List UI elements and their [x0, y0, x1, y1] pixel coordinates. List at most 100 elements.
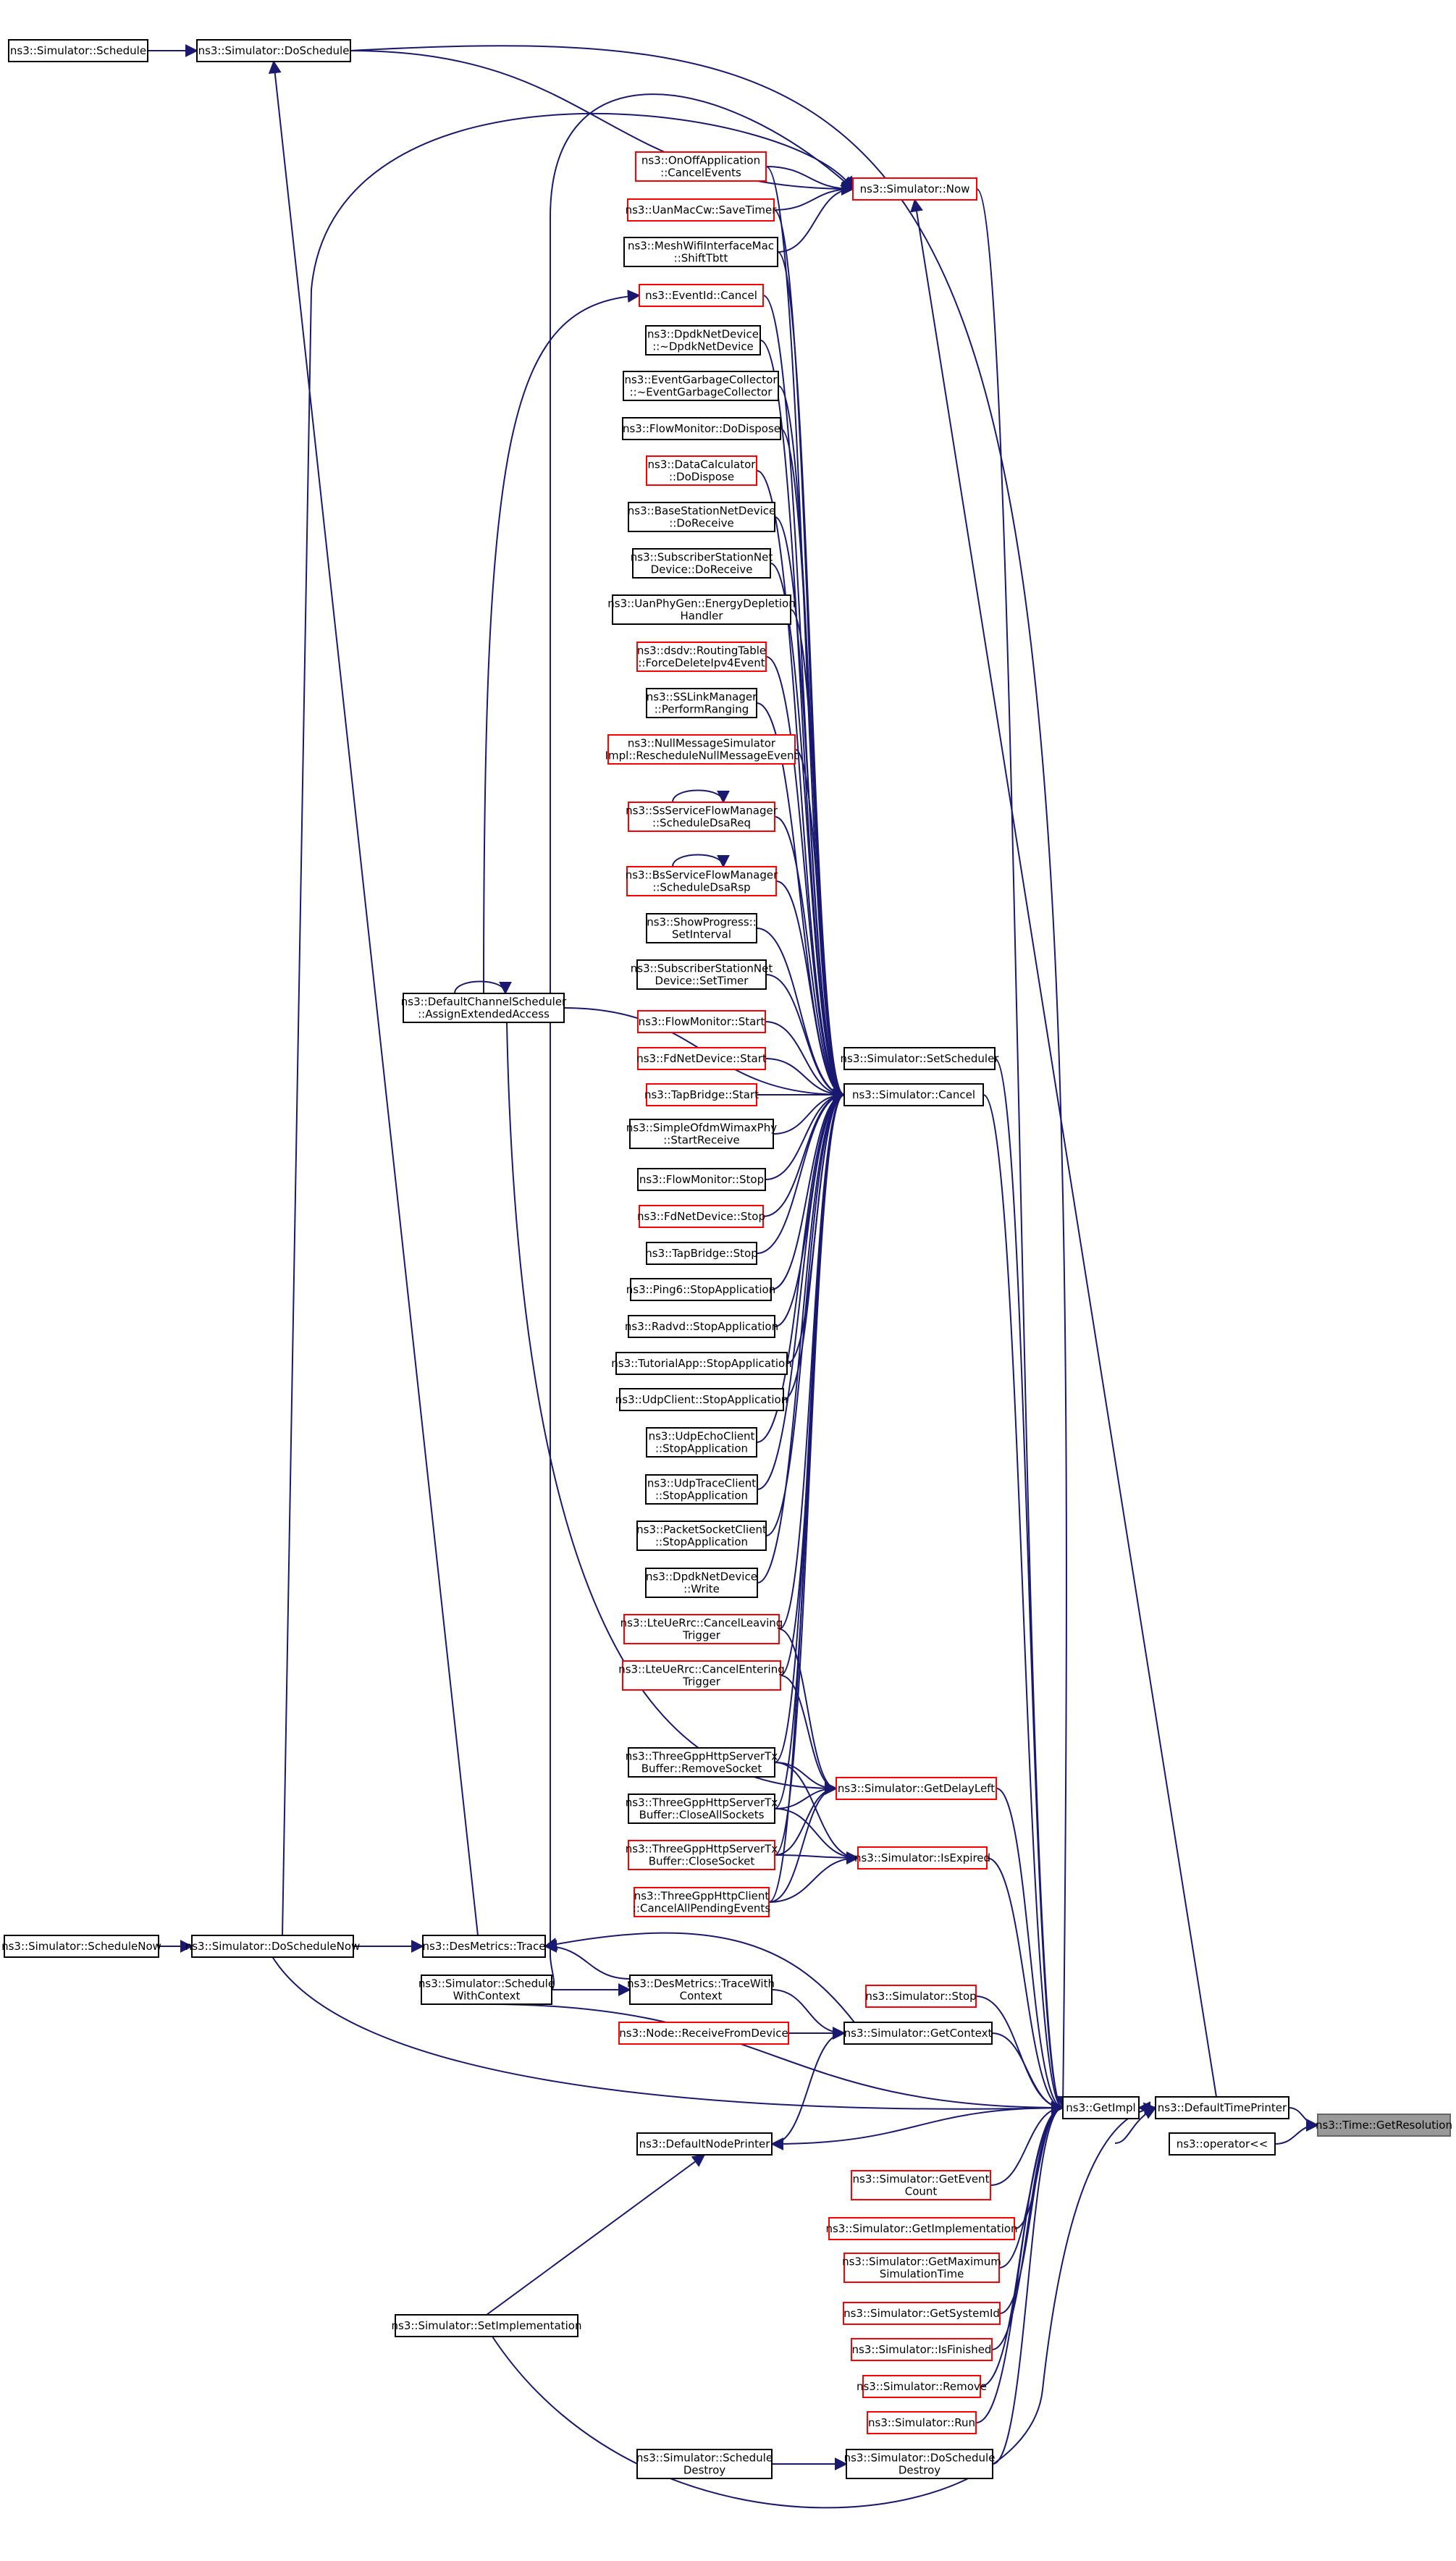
node-showprog[interactable]: ns3::ShowProgress::SetInterval [646, 913, 757, 943]
node-box[interactable] [628, 502, 775, 532]
node-box[interactable] [1155, 2096, 1289, 2119]
node-box[interactable] [828, 2217, 1015, 2240]
node-deftime[interactable]: ns3::DefaultTimePrinter [1155, 2096, 1289, 2119]
node-fmstop[interactable]: ns3::FlowMonitor::Stop [637, 1168, 766, 1191]
node-getres[interactable]: ns3::Time::GetResolution [1316, 2114, 1452, 2137]
node-box[interactable] [623, 237, 778, 267]
node-box[interactable] [618, 2022, 789, 2045]
node-datacalc[interactable]: ns3::DataCalculator::DoDispose [646, 455, 757, 486]
node-box[interactable] [865, 1985, 977, 2008]
node-thclient[interactable]: ns3::ThreeGppHttpClient::CancelAllPendin… [633, 1887, 770, 1917]
node-box[interactable] [843, 1083, 984, 1106]
node-thcloseall[interactable]: ns3::ThreeGppHttpServerTxBuffer::CloseAl… [626, 1793, 778, 1824]
node-box[interactable] [623, 371, 779, 401]
node-box[interactable] [1062, 2096, 1140, 2119]
node-box[interactable] [636, 642, 767, 672]
node-box[interactable] [851, 2338, 993, 2361]
node-bsflow[interactable]: ns3::BsServiceFlowManager::ScheduleDsaRs… [626, 866, 778, 896]
node-box[interactable] [4, 1935, 159, 1958]
node-cancel[interactable]: ns3::Simulator::Cancel [843, 1083, 984, 1106]
node-box[interactable] [636, 959, 767, 990]
node-setimpl[interactable]: ns3::Simulator::SetImplementation [392, 2314, 582, 2337]
node-box[interactable] [635, 151, 767, 182]
node-sstimer[interactable]: ns3::SubscriberStationNetDevice::SetTime… [631, 959, 773, 990]
node-box[interactable] [645, 1568, 758, 1598]
node-box[interactable] [626, 866, 777, 896]
node-box[interactable] [862, 2375, 981, 2398]
node-getimplementation[interactable]: ns3::Simulator::GetImplementation [825, 2217, 1018, 2240]
node-box[interactable] [8, 39, 148, 62]
node-isexpired[interactable]: ns3::Simulator::IsExpired [854, 1846, 990, 1870]
node-getctx[interactable]: ns3::Simulator::GetContext [843, 2022, 993, 2045]
node-box[interactable] [628, 1315, 775, 1338]
node-box[interactable] [422, 1935, 546, 1958]
node-thclose[interactable]: ns3::ThreeGppHttpServerTxBuffer::CloseSo… [626, 1840, 778, 1870]
node-dpdkdtor[interactable]: ns3::DpdkNetDevice::~DpdkNetDevice [645, 325, 761, 356]
node-ssnd[interactable]: ns3::SubscriberStationNetDevice::DoRecei… [631, 548, 773, 579]
node-box[interactable] [636, 2449, 773, 2479]
node-box[interactable] [637, 1168, 766, 1191]
node-getdelay[interactable]: ns3::Simulator::GetDelayLeft [836, 1777, 997, 1800]
node-dcs[interactable]: ns3::DefaultChannelScheduler::AssignExte… [401, 993, 567, 1023]
node-box[interactable] [628, 802, 775, 832]
node-pktsock[interactable]: ns3::PacketSocketClient::StopApplication [636, 1521, 767, 1551]
node-sslink[interactable]: ns3::SSLinkManager::PerformRanging [646, 688, 757, 718]
node-box[interactable] [639, 1205, 764, 1228]
node-box[interactable] [628, 1747, 775, 1778]
node-box[interactable] [607, 734, 796, 765]
node-udpclient[interactable]: ns3::UdpClient::StopApplication [615, 1388, 788, 1411]
node-box[interactable] [843, 2302, 1001, 2325]
node-destrace[interactable]: ns3::DesMetrics::Trace [422, 1935, 546, 1958]
node-eventid[interactable]: ns3::EventId::Cancel [639, 284, 764, 307]
node-box[interactable] [627, 198, 775, 222]
node-tapstart[interactable]: ns3::TapBridge::Start [644, 1083, 759, 1106]
node-recvdev[interactable]: ns3::Node::ReceiveFromDevice [618, 2022, 789, 2045]
node-run[interactable]: ns3::Simulator::Run [867, 2411, 977, 2434]
node-box[interactable] [619, 1388, 784, 1411]
node-doschednow[interactable]: ns3::Simulator::DoScheduleNow [185, 1935, 361, 1958]
node-box[interactable] [191, 1935, 354, 1958]
node-box[interactable] [645, 325, 761, 356]
node-fdstart[interactable]: ns3::FdNetDevice::Start [636, 1047, 767, 1070]
node-stop[interactable]: ns3::Simulator::Stop [865, 1985, 977, 2008]
node-udptrace[interactable]: ns3::UdpTraceClient::StopApplication [645, 1474, 758, 1505]
node-onoff[interactable]: ns3::OnOffApplication::CancelEvents [635, 151, 767, 182]
node-ping6[interactable]: ns3::Ping6::StopApplication [626, 1278, 775, 1301]
node-box[interactable] [646, 455, 757, 486]
node-box[interactable] [403, 993, 565, 1023]
node-egc[interactable]: ns3::EventGarbageCollector::~EventGarbag… [623, 371, 779, 401]
node-box[interactable] [629, 1119, 774, 1149]
node-box[interactable] [634, 1887, 770, 1917]
node-box[interactable] [622, 417, 781, 440]
node-box[interactable] [612, 594, 791, 625]
node-box[interactable] [421, 1975, 552, 2005]
node-remove[interactable]: ns3::Simulator::Remove [857, 2375, 987, 2398]
node-getsysid[interactable]: ns3::Simulator::GetSystemId [843, 2302, 1001, 2325]
node-fdstop[interactable]: ns3::FdNetDevice::Stop [637, 1205, 765, 1228]
node-nullmsg[interactable]: ns3::NullMessageSimulatorImpl::Reschedul… [605, 734, 799, 765]
node-schednow[interactable]: ns3::Simulator::ScheduleNow [1, 1935, 161, 1958]
node-box[interactable] [646, 688, 757, 718]
node-box[interactable] [646, 1427, 757, 1458]
node-box[interactable] [622, 1660, 781, 1691]
node-fmdispose[interactable]: ns3::FlowMonitor::DoDispose [622, 417, 781, 440]
node-box[interactable] [843, 1047, 996, 1070]
node-ofdm[interactable]: ns3::SimpleOfdmWimaxPhy::StartReceive [626, 1119, 777, 1149]
node-setsched[interactable]: ns3::Simulator::SetScheduler [841, 1047, 1000, 1070]
node-box[interactable] [639, 284, 764, 307]
node-defnode[interactable]: ns3::DefaultNodePrinter [636, 2132, 773, 2156]
node-box[interactable] [637, 1047, 766, 1070]
node-box[interactable] [843, 2022, 993, 2045]
node-dsdv[interactable]: ns3::dsdv::RoutingTable::ForceDeleteIpv4… [636, 642, 767, 672]
node-radvd[interactable]: ns3::Radvd::StopApplication [625, 1315, 778, 1338]
node-box[interactable] [645, 1474, 758, 1505]
node-box[interactable] [646, 1083, 757, 1106]
node-box[interactable] [628, 1840, 775, 1870]
node-ssflow[interactable]: ns3::SsServiceFlowManager::ScheduleDsaRe… [626, 802, 778, 832]
